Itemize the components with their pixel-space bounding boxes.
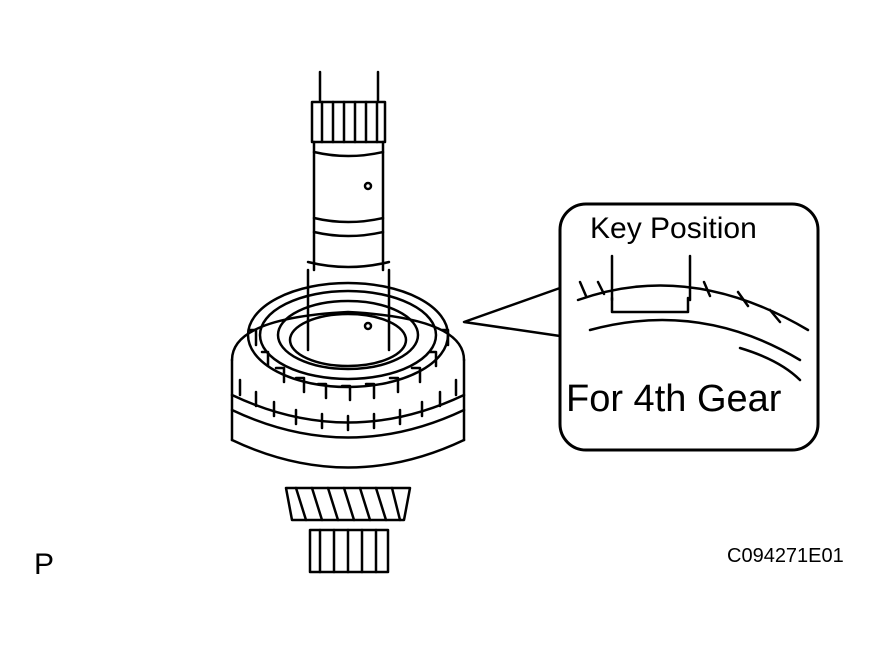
callout-detail: [576, 254, 810, 382]
synchronizer-ring: [246, 281, 450, 402]
view-letter-label: P: [34, 548, 55, 581]
hub-sleeve: [230, 310, 466, 469]
callout-pointer: [462, 286, 562, 338]
key-position-label: Key Position: [590, 212, 757, 245]
output-shaft: [306, 70, 391, 352]
helical-gear: [284, 486, 412, 574]
for-4th-gear-label: For 4th Gear: [566, 378, 782, 420]
figure-code-label: C094271E01: [727, 545, 844, 567]
callout-box: [558, 202, 820, 452]
